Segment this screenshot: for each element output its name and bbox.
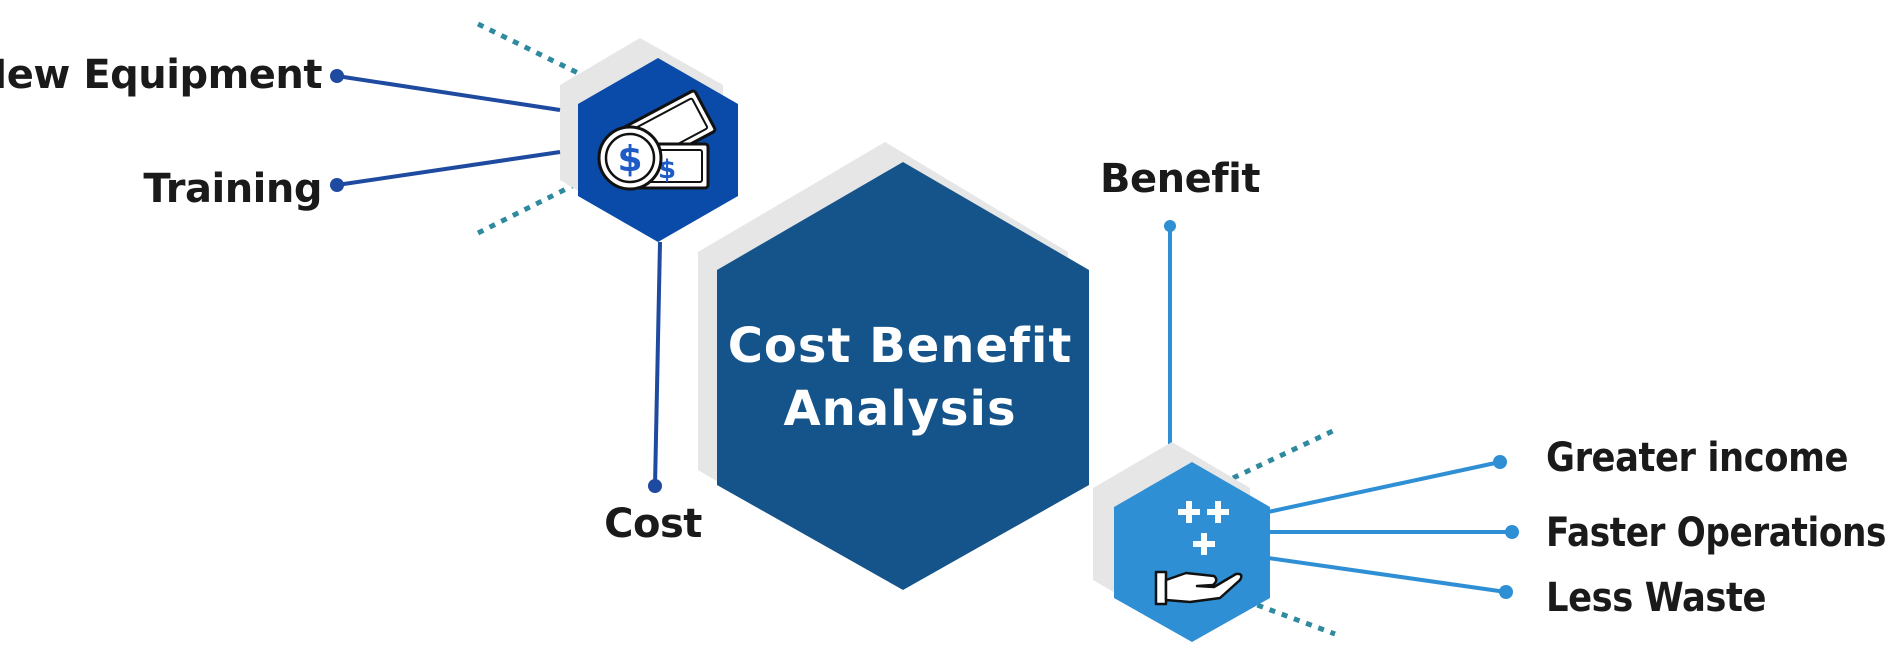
cost-dotted-line-top	[476, 21, 580, 76]
cost-item-line-1	[336, 150, 561, 187]
center-hexagon	[717, 162, 1089, 590]
cost-item-1: Training	[143, 166, 322, 212]
cost-main-line	[653, 241, 662, 487]
cost-item-dot-0	[330, 69, 344, 83]
benefit-hexagon	[1114, 462, 1270, 642]
benefit-item-1: Faster Operations	[1546, 510, 1886, 556]
cost-item-line-0	[336, 74, 561, 112]
cost-label: Cost	[604, 501, 702, 547]
benefit-dotted-line-top	[1231, 427, 1337, 481]
benefit-item-dot-0	[1493, 455, 1507, 469]
benefit-item-2: Less Waste	[1546, 575, 1766, 621]
benefit-main-dot	[1164, 220, 1176, 232]
center-title-line2: Analysis	[783, 381, 1016, 437]
svg-text:$: $	[658, 155, 676, 185]
benefit-item-dot-1	[1505, 525, 1519, 539]
cost-item-0: New Equipment	[0, 52, 322, 98]
benefit-item-0: Greater income	[1546, 435, 1848, 481]
benefit-item-line-0	[1267, 460, 1501, 514]
center-title-line1: Cost Benefit	[728, 318, 1073, 374]
benefit-item-line-2	[1267, 556, 1507, 594]
cost-dotted-line-bottom	[476, 180, 580, 236]
cost-main-dot	[648, 479, 662, 493]
benefit-item-dot-2	[1499, 585, 1513, 599]
cost-item-dot-1	[330, 178, 344, 192]
svg-text:$: $	[617, 139, 642, 180]
hand-plus-icon	[1154, 501, 1243, 606]
benefit-label: Benefit	[1100, 156, 1260, 202]
money-icon: $ $	[597, 89, 717, 191]
